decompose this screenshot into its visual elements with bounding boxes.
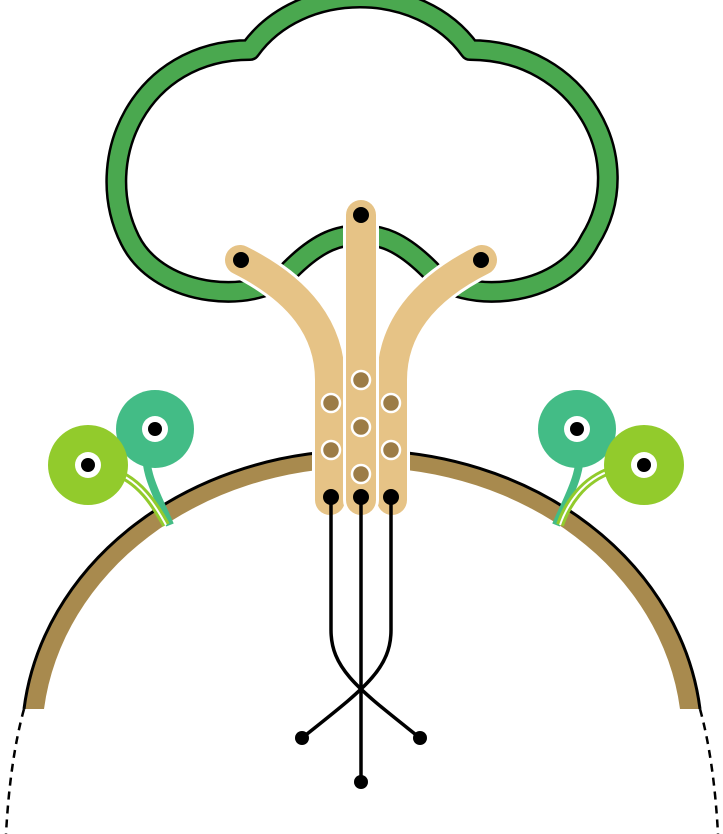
node-center-top [353, 207, 369, 223]
trunk [233, 207, 489, 500]
node-left-top [233, 252, 249, 268]
knot [322, 394, 340, 412]
knot [352, 371, 370, 389]
roots [295, 489, 427, 789]
knot [352, 418, 370, 436]
root-node-end-center [354, 775, 368, 789]
node-right-top [473, 252, 489, 268]
knot [322, 441, 340, 459]
knot [382, 394, 400, 412]
root-node-top-center [353, 489, 369, 505]
root-node-top-left [323, 489, 339, 505]
knot [382, 441, 400, 459]
ground-dashed-right [700, 709, 718, 834]
root-node-top-right [383, 489, 399, 505]
knot [352, 465, 370, 483]
root-node-end-left [295, 731, 309, 745]
ground-dashed-left [6, 709, 24, 834]
root-node-end-right [413, 731, 427, 745]
